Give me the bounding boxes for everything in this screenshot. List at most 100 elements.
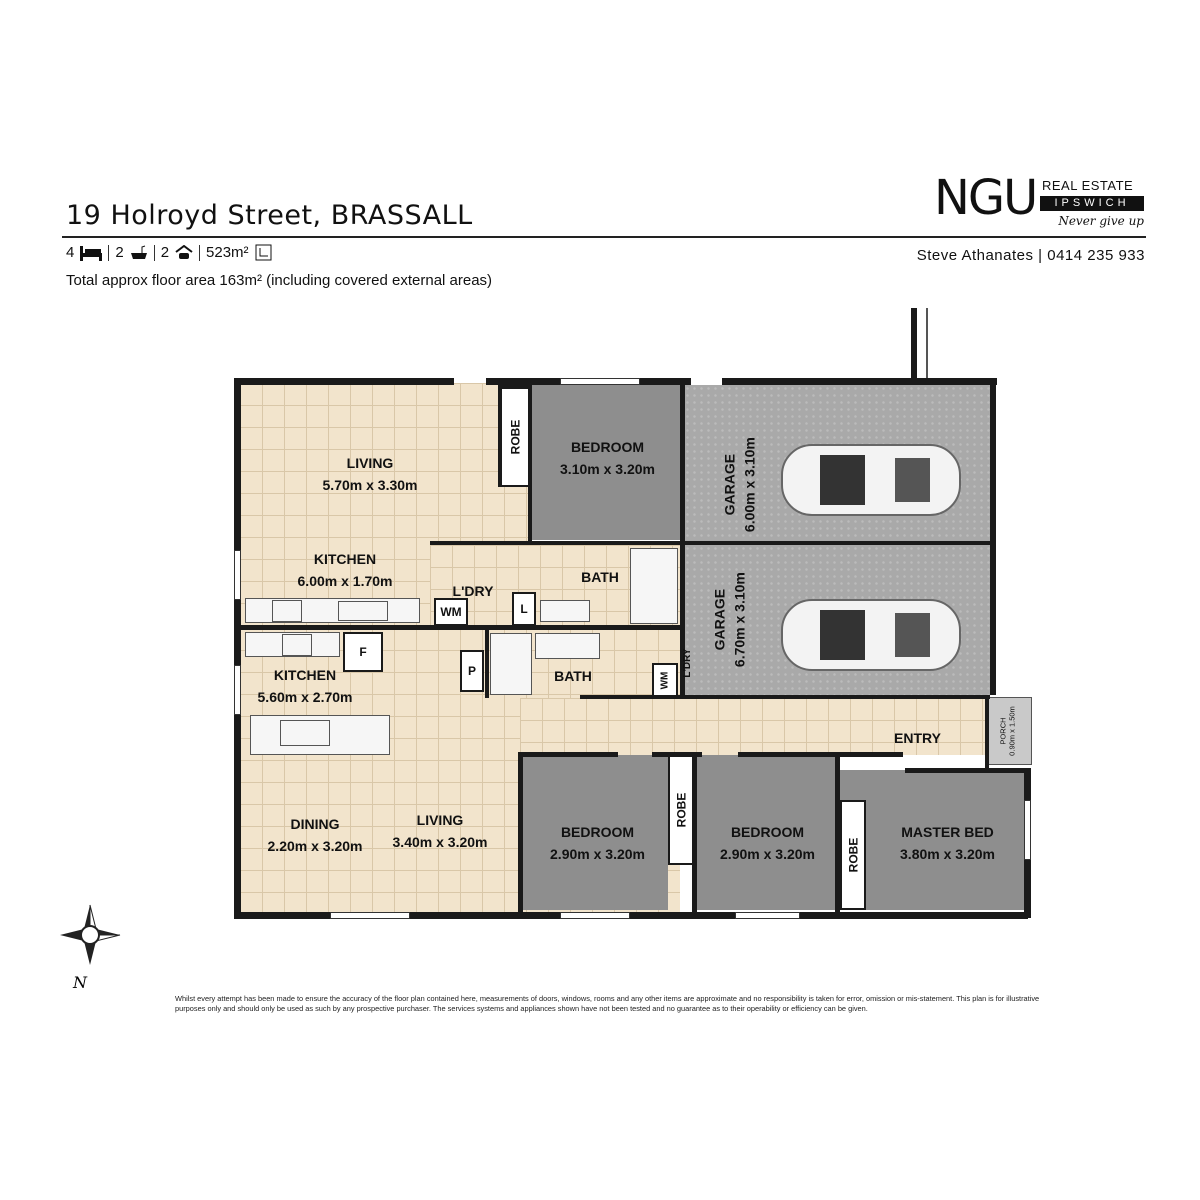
vanity-bottom bbox=[535, 633, 600, 659]
wall bbox=[528, 385, 532, 543]
agent-contact: Steve Athanates | 0414 235 933 bbox=[916, 247, 1145, 264]
vanity-top bbox=[540, 600, 590, 622]
room-name: PORCH bbox=[998, 717, 1008, 745]
separator bbox=[108, 244, 110, 261]
porch-floor bbox=[988, 697, 1032, 765]
wall bbox=[240, 625, 680, 630]
logo-line1: REAL ESTATE bbox=[1042, 178, 1134, 193]
window bbox=[234, 550, 241, 600]
land-area: 523m² bbox=[206, 244, 249, 261]
room-dining: DINING 2.20m x 3.20m bbox=[255, 813, 375, 858]
wall bbox=[835, 752, 840, 914]
cooktop-top bbox=[272, 600, 302, 622]
wall bbox=[685, 541, 990, 545]
window bbox=[560, 912, 630, 919]
window bbox=[735, 912, 800, 919]
room-name: BEDROOM bbox=[730, 824, 805, 840]
bed-icon bbox=[80, 245, 103, 261]
separator bbox=[199, 244, 201, 261]
wall bbox=[905, 768, 1031, 773]
land-size-icon bbox=[255, 244, 272, 261]
room-name: KITCHEN bbox=[313, 551, 377, 567]
wall bbox=[518, 752, 523, 914]
bedroom-count: 4 bbox=[66, 244, 75, 261]
room-name: KITCHEN bbox=[273, 667, 337, 683]
room-bath-bottom: BATH bbox=[554, 668, 592, 684]
room-size: 2.90m x 3.20m bbox=[720, 846, 815, 863]
fridge: F bbox=[343, 632, 383, 672]
room-bedroom-3: BEDROOM 2.90m x 3.20m bbox=[700, 821, 835, 866]
room-name: LIVING bbox=[346, 455, 394, 471]
property-stats: 4 2 2 523m² bbox=[66, 244, 272, 261]
agency-logo: NGU REAL ESTATE IPSWICH Never give up bbox=[934, 170, 1146, 234]
room-size: 2.20m x 3.20m bbox=[267, 838, 363, 855]
room-laundry-top: L'DRY bbox=[452, 583, 494, 599]
logo-line2: IPSWICH bbox=[1040, 196, 1144, 211]
sink-top bbox=[338, 601, 388, 621]
window bbox=[560, 378, 640, 385]
room-size: 3.40m x 3.20m bbox=[392, 834, 488, 851]
car-icon bbox=[781, 599, 961, 671]
linen-cupboard: L bbox=[512, 592, 536, 626]
car-icon bbox=[781, 444, 961, 516]
window bbox=[234, 665, 241, 715]
logo-name: NGU bbox=[934, 170, 1038, 226]
wall bbox=[838, 752, 903, 757]
room-entry: ENTRY bbox=[894, 730, 941, 746]
bedroom-2-floor bbox=[522, 755, 668, 910]
wall bbox=[234, 378, 454, 385]
robe-master: ROBE bbox=[840, 800, 866, 910]
room-name: GARAGE bbox=[711, 588, 728, 651]
room-name: DINING bbox=[290, 816, 340, 832]
room-name: LIVING bbox=[416, 812, 464, 828]
washing-machine-bottom: WM bbox=[652, 663, 678, 697]
window bbox=[1024, 800, 1031, 860]
robe-bedroom-2: ROBE bbox=[668, 755, 694, 865]
disclaimer: Whilst every attempt has been made to en… bbox=[175, 994, 1040, 1013]
wall bbox=[430, 541, 680, 545]
bedroom-top-floor bbox=[530, 385, 680, 540]
room-name: BEDROOM bbox=[560, 824, 635, 840]
room-size: 6.70m x 3.10m bbox=[731, 572, 747, 668]
washing-machine-top: WM bbox=[434, 598, 468, 626]
cooktop-bottom bbox=[282, 634, 312, 656]
wall bbox=[234, 912, 1028, 919]
wall bbox=[580, 695, 990, 699]
gate-wall bbox=[926, 308, 928, 378]
wall bbox=[234, 378, 241, 918]
property-address: 19 Holroyd Street, BRASSALL bbox=[66, 200, 473, 231]
car-garage-icon bbox=[175, 244, 193, 259]
room-living-bottom: LIVING 3.40m x 3.20m bbox=[380, 809, 500, 854]
robe-top: ROBE bbox=[500, 387, 530, 487]
wall bbox=[692, 752, 697, 914]
wall bbox=[990, 378, 996, 695]
gate-wall bbox=[911, 308, 917, 378]
north-label: N bbox=[72, 973, 88, 992]
north-compass-icon: N bbox=[60, 904, 121, 992]
wall bbox=[485, 630, 489, 698]
robe-label: ROBE bbox=[846, 837, 861, 873]
robe-label: ROBE bbox=[674, 792, 689, 828]
wall bbox=[680, 385, 685, 697]
logo-tagline: Never give up bbox=[1058, 214, 1144, 228]
window bbox=[330, 912, 410, 919]
floor-area-text: Total approx floor area 163m² (including… bbox=[66, 272, 493, 289]
pantry: P bbox=[460, 650, 484, 692]
header-divider bbox=[62, 236, 1146, 238]
robe-label: ROBE bbox=[508, 419, 523, 455]
shower-bottom bbox=[490, 633, 532, 695]
bath-icon bbox=[130, 245, 147, 259]
wm-label: WM bbox=[440, 605, 462, 619]
wall bbox=[518, 752, 618, 757]
master-floor bbox=[840, 770, 1025, 910]
bathroom-count: 2 bbox=[115, 244, 124, 261]
bedroom-3-floor bbox=[697, 755, 835, 910]
hallway-floor bbox=[520, 698, 985, 755]
